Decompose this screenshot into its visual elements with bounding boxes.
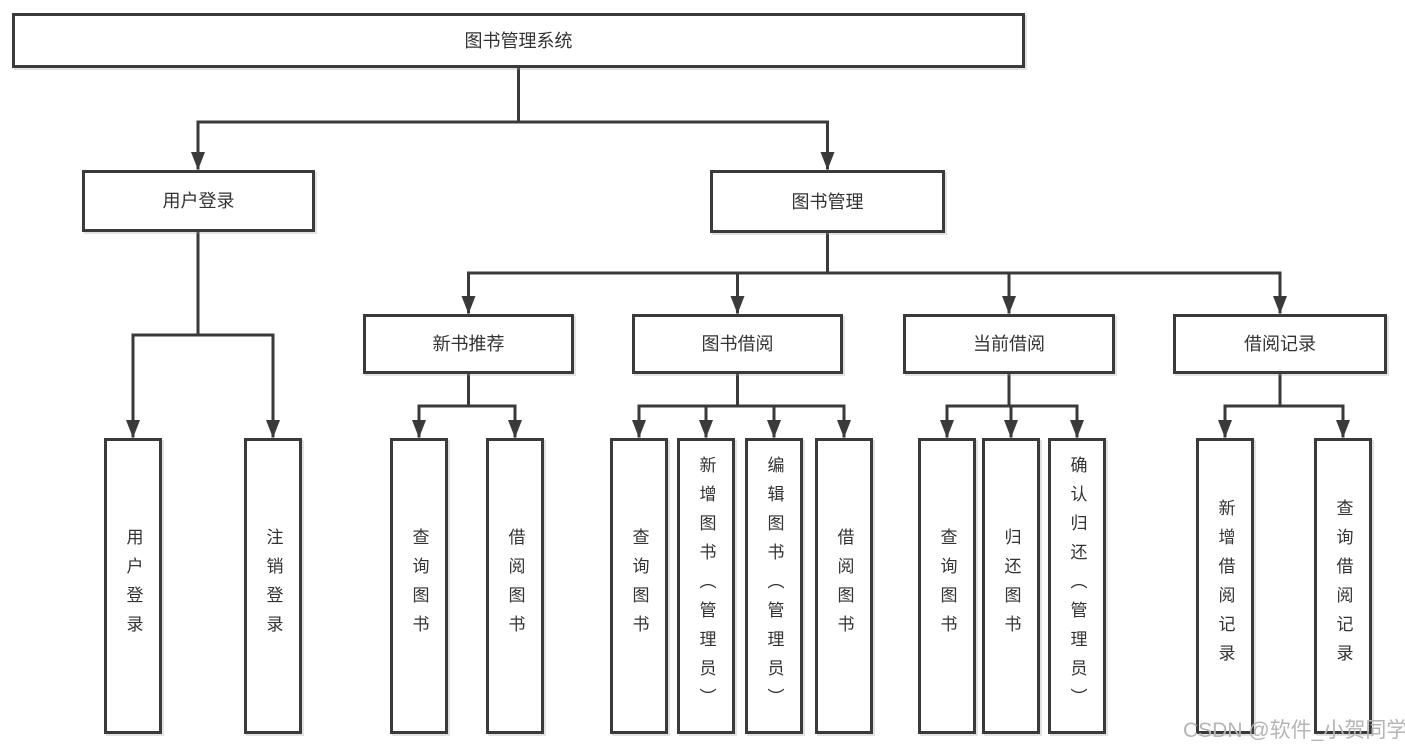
leaf-confirm-return-admin-label: 确认归还（管理员） [1067,455,1087,717]
node-new-book-recommend: 新书推荐 [363,314,574,374]
leaf-borrow-books: 借阅图书 [815,438,873,734]
node-current-borrow: 当前借阅 [903,314,1115,374]
leaf-add-books-admin: 新增图书（管理员） [677,438,735,734]
leaf-logout: 注销登录 [244,438,302,734]
node-book-borrow-label: 图书借阅 [701,334,774,354]
leaf-borrow-books-recommend: 借阅图书 [486,438,544,734]
leaf-logout-label: 注销登录 [263,528,283,644]
leaf-borrow-books-label: 借阅图书 [834,528,854,644]
node-current-borrow-label: 当前借阅 [973,334,1045,354]
leaf-query-books-borrow: 查询图书 [610,438,668,734]
leaf-return-books-label: 归还图书 [1001,528,1021,644]
leaf-query-books-current: 查询图书 [918,438,976,734]
leaf-user-login-label: 用户登录 [123,528,143,644]
leaf-add-borrow-record-label: 新增借阅记录 [1215,499,1235,673]
node-book-management: 图书管理 [710,170,945,233]
node-new-book-recommend-label: 新书推荐 [432,334,505,354]
node-book-management-label: 图书管理 [791,191,864,212]
leaf-edit-books-admin-label: 编辑图书（管理员） [764,455,784,717]
leaf-query-borrow-record-label: 查询借阅记录 [1333,499,1353,673]
leaf-query-borrow-record: 查询借阅记录 [1314,438,1372,734]
node-borrow-records: 借阅记录 [1173,314,1387,374]
leaf-add-borrow-record: 新增借阅记录 [1196,438,1254,734]
node-library-system-label: 图书管理系统 [464,30,573,51]
leaf-query-books-recommend: 查询图书 [390,438,448,734]
leaf-edit-books-admin: 编辑图书（管理员） [745,438,803,734]
watermark: CSDN @软件_小贺同学 [1183,719,1405,742]
node-user-login-label: 用户登录 [162,191,235,211]
node-borrow-records-label: 借阅记录 [1244,334,1316,354]
node-user-login: 用户登录 [82,170,315,232]
leaf-user-login: 用户登录 [104,438,162,734]
node-library-system: 图书管理系统 [12,13,1025,68]
leaf-return-books: 归还图书 [982,438,1040,734]
node-book-borrow: 图书借阅 [632,314,843,374]
leaf-query-books-borrow-label: 查询图书 [629,528,649,644]
leaf-confirm-return-admin: 确认归还（管理员） [1048,438,1106,734]
leaf-add-books-admin-label: 新增图书（管理员） [696,455,716,717]
leaf-query-books-current-label: 查询图书 [937,528,957,644]
leaf-borrow-books-recommend-label: 借阅图书 [505,528,525,644]
leaf-query-books-recommend-label: 查询图书 [409,528,429,644]
